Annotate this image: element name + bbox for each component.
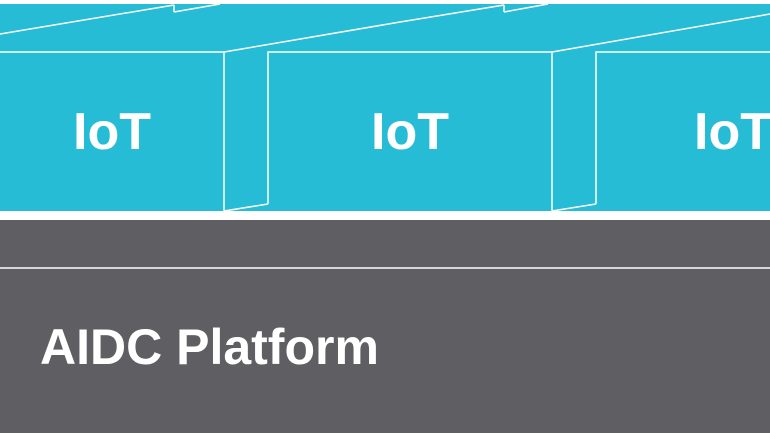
iot-box-3: IoT xyxy=(694,102,770,161)
box-edges xyxy=(0,3,770,212)
iot-layer-background xyxy=(0,4,770,211)
platform-label: AIDC Platform xyxy=(40,319,379,375)
platform-layer xyxy=(0,220,770,433)
iot-box-2: IoT xyxy=(371,102,449,161)
iot-box-1: IoT xyxy=(73,102,151,161)
